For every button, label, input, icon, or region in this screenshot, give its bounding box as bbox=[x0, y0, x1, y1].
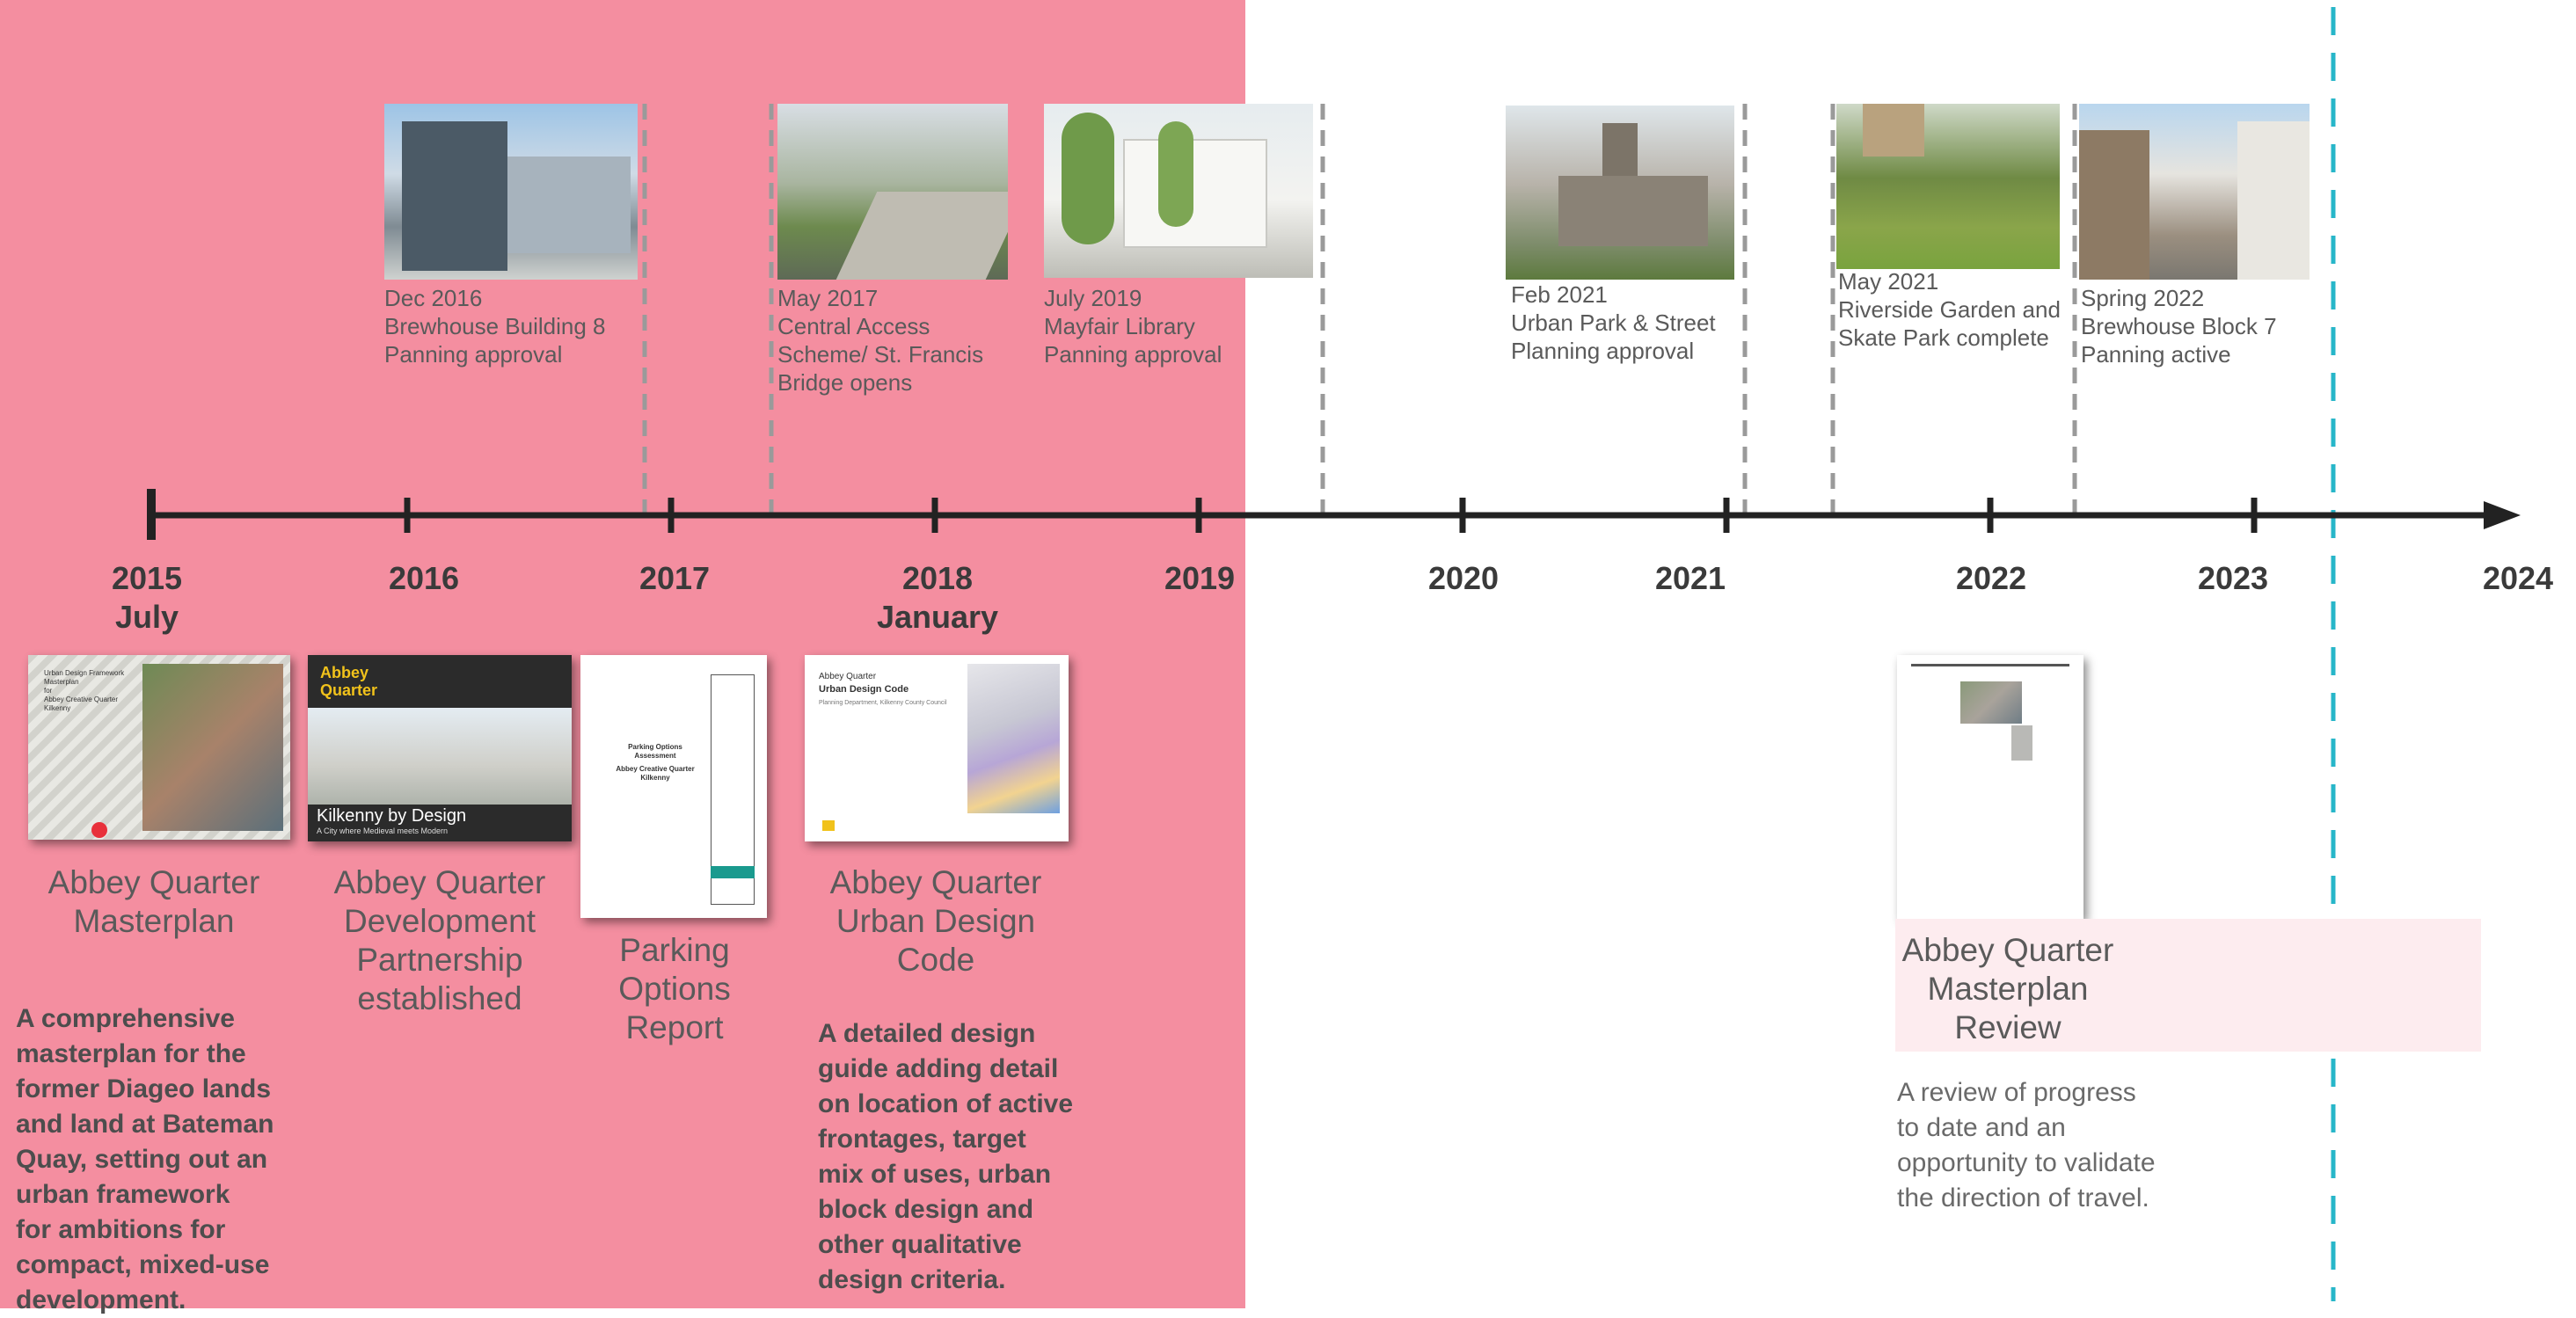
milestone-date: Dec 2016 bbox=[384, 285, 483, 311]
milestone-caption-central-access: May 2017 Central Access Scheme/ St. Fran… bbox=[777, 284, 983, 397]
milestone-date: May 2021 bbox=[1838, 268, 1939, 295]
timeline-start-bar bbox=[147, 489, 156, 540]
doc-description-masterplan: A comprehensive masterplan for the forme… bbox=[16, 1004, 274, 1314]
year-label: 2019 bbox=[1164, 560, 1236, 596]
doc-description-urban-design-code: A detailed design guide adding detail on… bbox=[818, 1019, 1074, 1294]
milestone-text: Panning active bbox=[2081, 341, 2231, 368]
milestone-text: Brewhouse Building 8 bbox=[384, 313, 606, 339]
doc-title-partnership: Abbey Quarter Development Partnership es… bbox=[333, 864, 546, 1016]
milestone-text: Mayfair Library bbox=[1044, 313, 1195, 339]
milestone-text: Riverside Garden and bbox=[1838, 296, 2061, 323]
milestone-text: Scheme/ St. Francis bbox=[777, 341, 984, 368]
year-label-2023: 2023 bbox=[2198, 559, 2268, 598]
milestone-date: May 2017 bbox=[777, 285, 879, 311]
year-label-2018: 2018 January bbox=[877, 559, 998, 637]
udc-title-text: Urban Design Code bbox=[819, 684, 909, 695]
partnership-cover-thumbnail: Abbey Quarter Kilkenny by Design A City … bbox=[308, 655, 572, 841]
year-label-2015: 2015 July bbox=[112, 559, 182, 637]
parking-title-text: Parking Options Assessment bbox=[628, 743, 682, 760]
masterplan-review-cover-thumbnail bbox=[1897, 655, 2083, 919]
partnership-tagline-text: A City where Medieval meets Modern bbox=[317, 826, 449, 835]
timeline-arrowhead bbox=[2484, 501, 2521, 529]
milestone-text: Skate Park complete bbox=[1838, 324, 2049, 351]
doc-title-urban-design-code: Abbey Quarter Urban Design Code bbox=[829, 864, 1042, 978]
year-label-2021: 2021 bbox=[1655, 559, 1726, 598]
milestone-photo-brewhouse-block-7 bbox=[2079, 104, 2310, 280]
milestone-photo-mayfair-library bbox=[1044, 104, 1313, 278]
milestone-caption-brewhouse-block-7: Spring 2022 Brewhouse Block 7 Panning ac… bbox=[2081, 284, 2277, 368]
parking-subtitle-text: Abbey Creative Quarter Kilkenny bbox=[616, 765, 695, 782]
year-label: 2015 bbox=[111, 560, 183, 596]
milestone-photo-urban-park bbox=[1506, 106, 1734, 280]
year-label: 2020 bbox=[1427, 560, 1500, 596]
year-label-2024: 2024 bbox=[2483, 559, 2553, 598]
milestone-photo-brewhouse-building bbox=[384, 104, 638, 280]
milestone-text: Bridge opens bbox=[777, 369, 913, 396]
parking-report-cover-thumbnail: Parking Options Assessment Abbey Creativ… bbox=[580, 655, 767, 918]
partnership-logo-text: Abbey Quarter bbox=[320, 664, 378, 699]
udc-subtitle-text: Planning Department, Kilkenny County Cou… bbox=[819, 700, 947, 706]
year-label: 2017 bbox=[639, 560, 711, 596]
year-label-2022: 2022 bbox=[1956, 559, 2026, 598]
milestone-photo-riverside-garden bbox=[1836, 104, 2060, 269]
milestone-photo-central-access-bridge bbox=[777, 104, 1008, 280]
milestone-caption-brewhouse-building: Dec 2016 Brewhouse Building 8 Panning ap… bbox=[384, 284, 606, 368]
milestone-text: Panning approval bbox=[384, 341, 563, 368]
year-sublabel: July bbox=[114, 599, 179, 635]
milestone-text: Central Access bbox=[777, 313, 930, 339]
year-label: 2024 bbox=[2482, 560, 2554, 596]
doc-description-masterplan-review: A review of progress to date and an oppo… bbox=[1897, 1078, 2156, 1212]
milestone-caption-mayfair-library: July 2019 Mayfair Library Panning approv… bbox=[1044, 284, 1222, 368]
year-label: 2021 bbox=[1654, 560, 1726, 596]
milestone-text: Brewhouse Block 7 bbox=[2081, 313, 2277, 339]
year-label-2020: 2020 bbox=[1428, 559, 1499, 598]
milestone-date: Feb 2021 bbox=[1511, 281, 1608, 308]
year-label-2016: 2016 bbox=[389, 559, 459, 598]
milestone-date: July 2019 bbox=[1044, 285, 1142, 311]
year-label: 2018 bbox=[901, 560, 974, 596]
partnership-banner-text: Kilkenny by Design bbox=[317, 806, 467, 826]
doc-title-masterplan-review: Abbey Quarter Masterplan Review bbox=[1901, 932, 2114, 1045]
urban-design-code-cover-thumbnail: Abbey Quarter Urban Design Code Planning… bbox=[805, 655, 1069, 841]
year-label: 2016 bbox=[388, 560, 460, 596]
milestone-caption-riverside-garden: May 2021 Riverside Garden and Skate Park… bbox=[1838, 267, 2061, 352]
review-highlight-band bbox=[1895, 919, 2481, 1052]
doc-title-masterplan: Abbey Quarter Masterplan bbox=[47, 864, 260, 939]
milestone-caption-urban-park: Feb 2021 Urban Park & Street Planning ap… bbox=[1511, 280, 1716, 365]
year-label: 2022 bbox=[1955, 560, 2027, 596]
milestone-date: Spring 2022 bbox=[2081, 285, 2205, 311]
masterplan-cover-text: Urban Design Framework Masterplan for Ab… bbox=[44, 669, 125, 712]
year-label-2019: 2019 bbox=[1164, 559, 1235, 598]
milestone-text: Planning approval bbox=[1511, 338, 1695, 364]
milestone-text: Panning approval bbox=[1044, 341, 1222, 368]
milestone-text: Urban Park & Street bbox=[1511, 309, 1716, 336]
udc-org-text: Abbey Quarter bbox=[819, 672, 877, 681]
year-label: 2023 bbox=[2197, 560, 2269, 596]
year-label-2017: 2017 bbox=[639, 559, 710, 598]
year-sublabel: January bbox=[876, 599, 999, 635]
doc-title-parking-report: Parking Options Report bbox=[618, 932, 731, 1045]
masterplan-cover-thumbnail: Urban Design Framework Masterplan for Ab… bbox=[28, 655, 290, 840]
